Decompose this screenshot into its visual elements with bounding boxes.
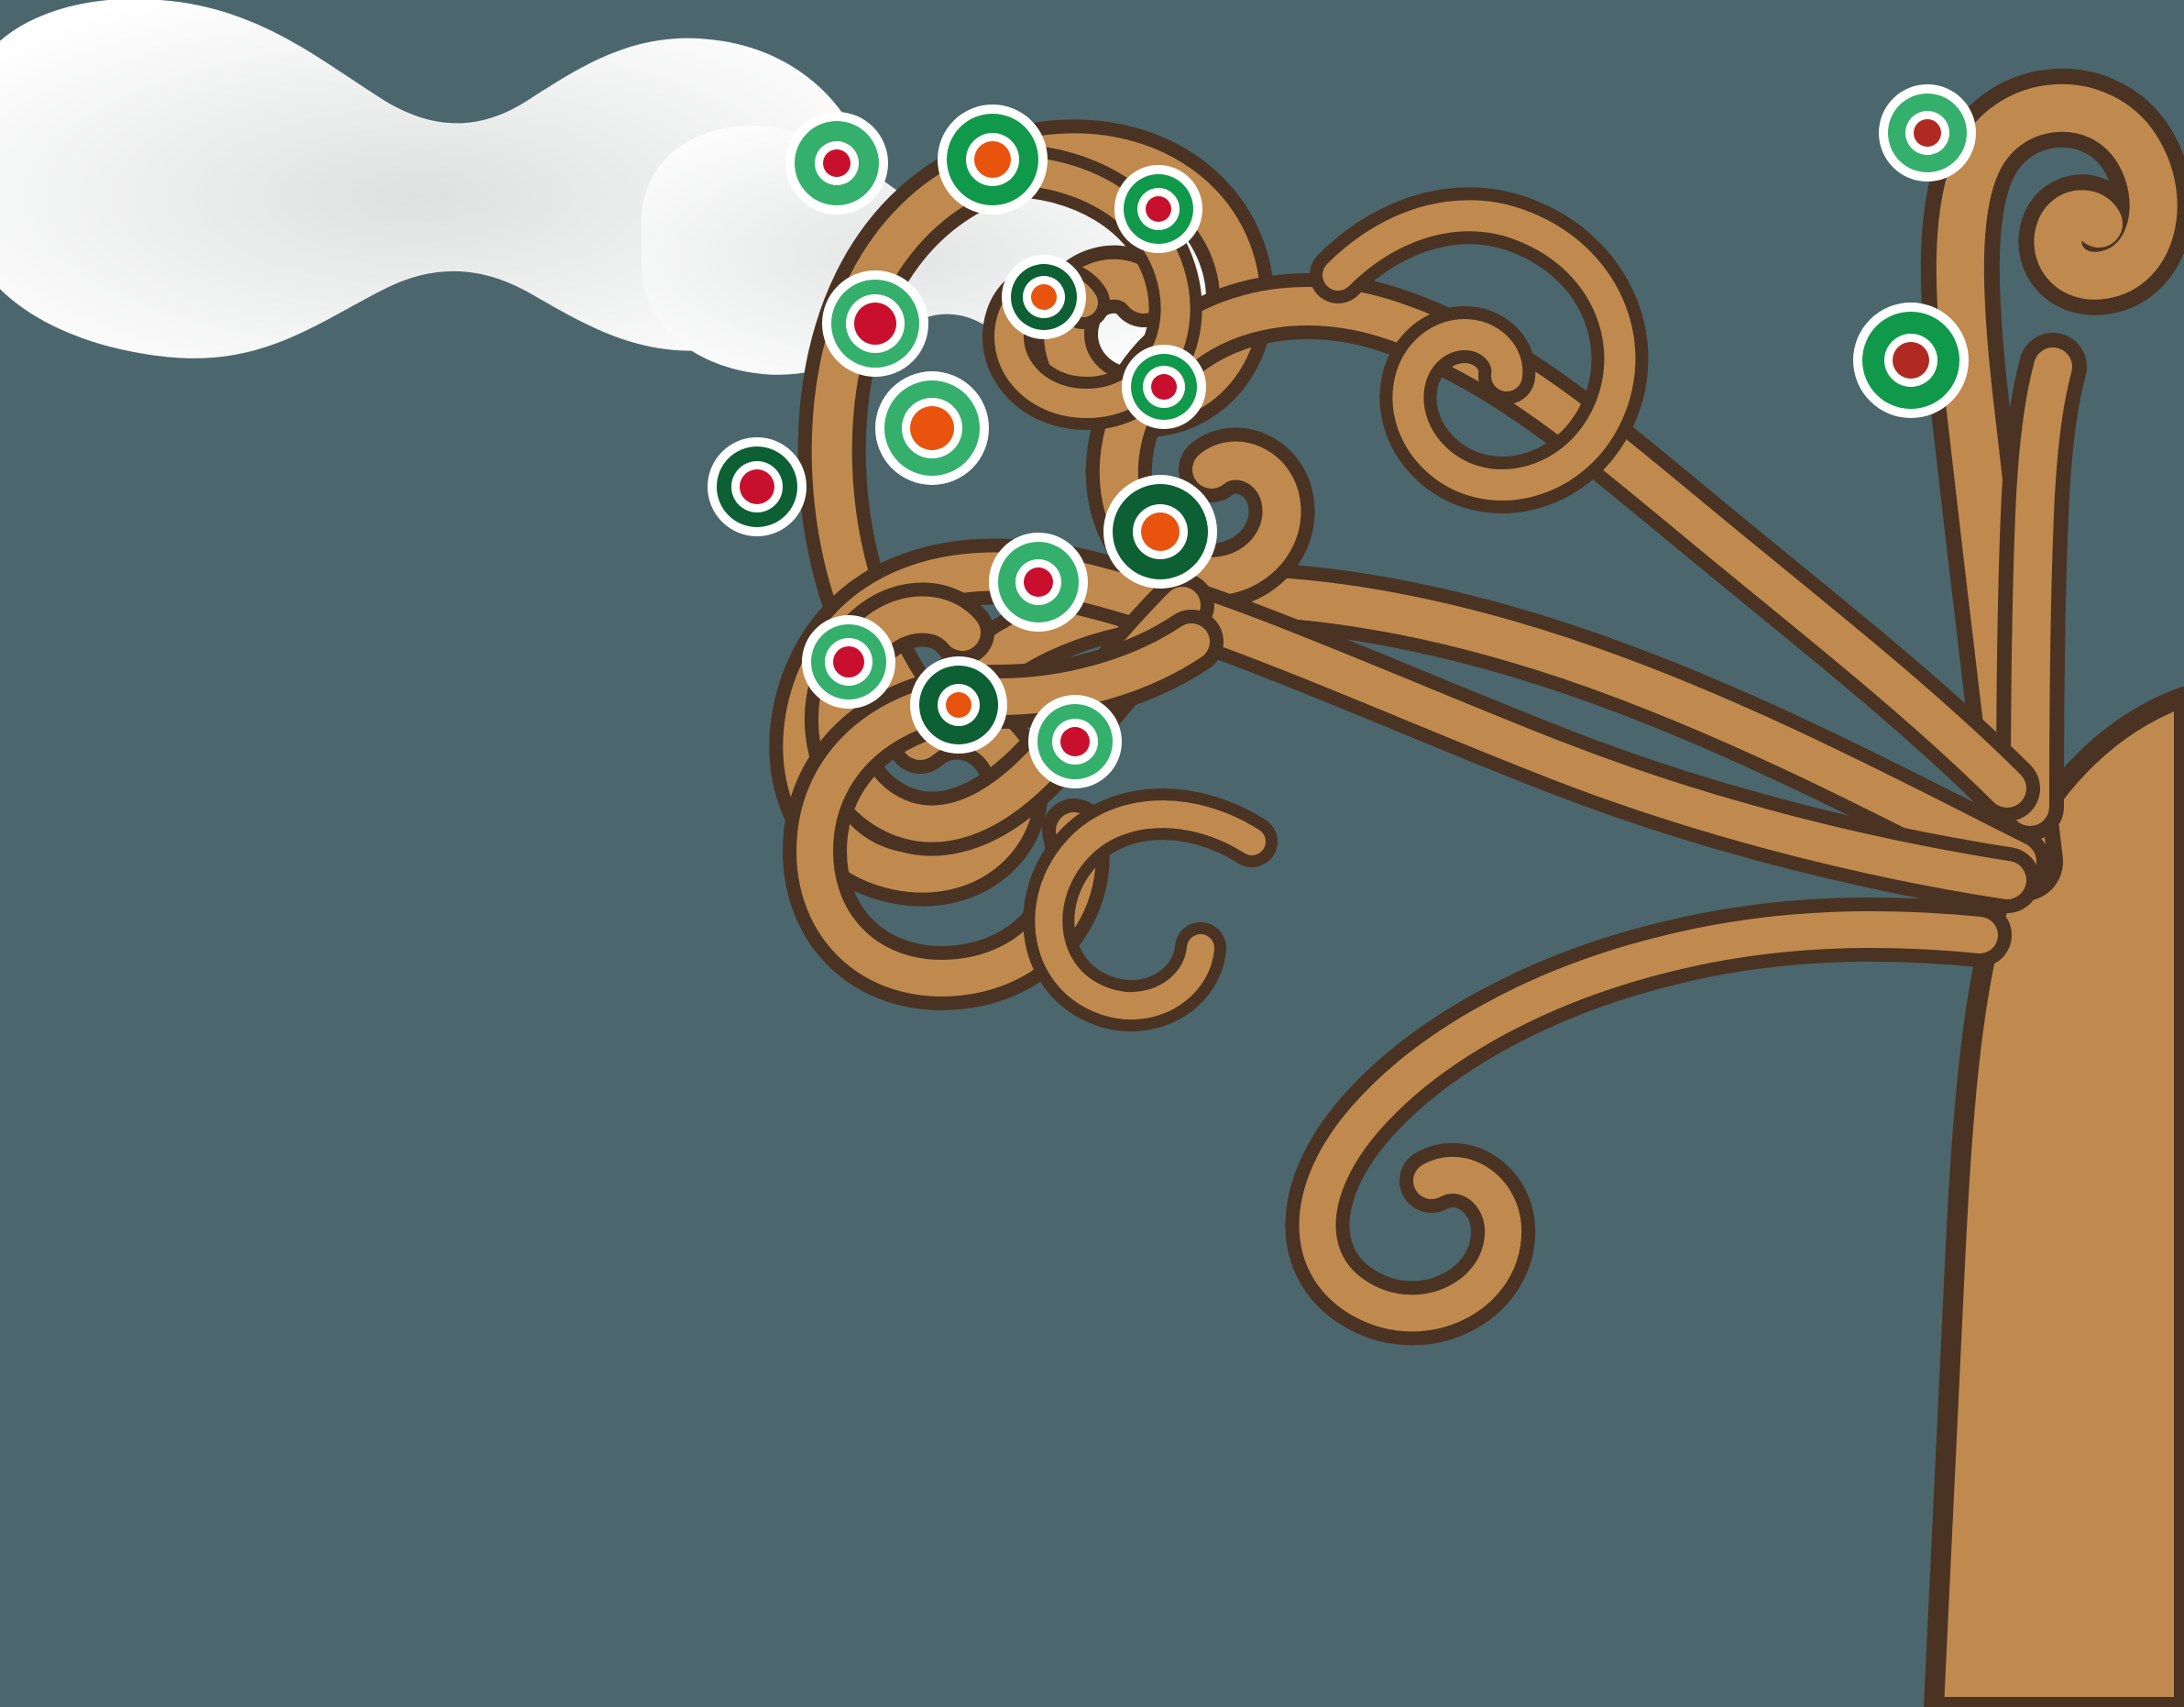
fruit-green-dark-orange [910, 656, 1007, 754]
fruit-green-dark-orange [1103, 475, 1217, 589]
fruit-layer [708, 84, 1976, 788]
fruit-center-dot [910, 406, 954, 450]
fruit-green-mid-red [1114, 165, 1202, 253]
branch-crescent-tendril [1023, 788, 1278, 1032]
fruit-green-light-red [785, 112, 888, 215]
fruit-green-mid-darkred [1853, 303, 1969, 418]
fruit-green-light-red [1028, 695, 1122, 788]
fruit-center-dot [1141, 512, 1180, 551]
fruit-green-light-red [989, 533, 1088, 632]
fruit-green-dark-orange [1002, 255, 1086, 339]
branch-upper-left [887, 562, 2050, 896]
fruit-center-dot [823, 149, 851, 177]
fruit-center-dot [1151, 374, 1177, 400]
branch-mid-spiral [1085, 272, 2040, 821]
tree [769, 69, 2184, 1707]
branch-bottom-right-spiral [1285, 898, 2012, 1346]
fruit-center-dot [946, 692, 971, 718]
fruit-green-light-orange [875, 371, 989, 485]
fruit-center-dot [1893, 342, 1929, 379]
fruit-green-mid-orange [938, 105, 1048, 215]
branch-center-coil [1310, 187, 1649, 513]
fruit-center-dot [1031, 284, 1057, 310]
fruit-center-dot [740, 469, 774, 504]
fruit-center-dot [1914, 119, 1941, 147]
fruit-green-light-red [822, 270, 928, 377]
fruit-green-light-darkred [1879, 84, 1976, 182]
fruit-center-dot [1146, 196, 1171, 222]
branch-top-right [1920, 69, 2184, 901]
fruit-green-dark-red [708, 437, 807, 536]
branch-lower-c-loop [783, 610, 1224, 1010]
fruit-green-light-red [802, 615, 895, 709]
fruit-center-dot [833, 646, 864, 677]
fruit-center-dot [1060, 727, 1090, 756]
fruit-center-dot [974, 141, 1011, 178]
fruit-center-dot [854, 303, 896, 345]
branch-inner-right [1996, 333, 2087, 841]
fruit-green-mid-red [1122, 345, 1206, 429]
fruit-center-dot [1024, 567, 1053, 597]
